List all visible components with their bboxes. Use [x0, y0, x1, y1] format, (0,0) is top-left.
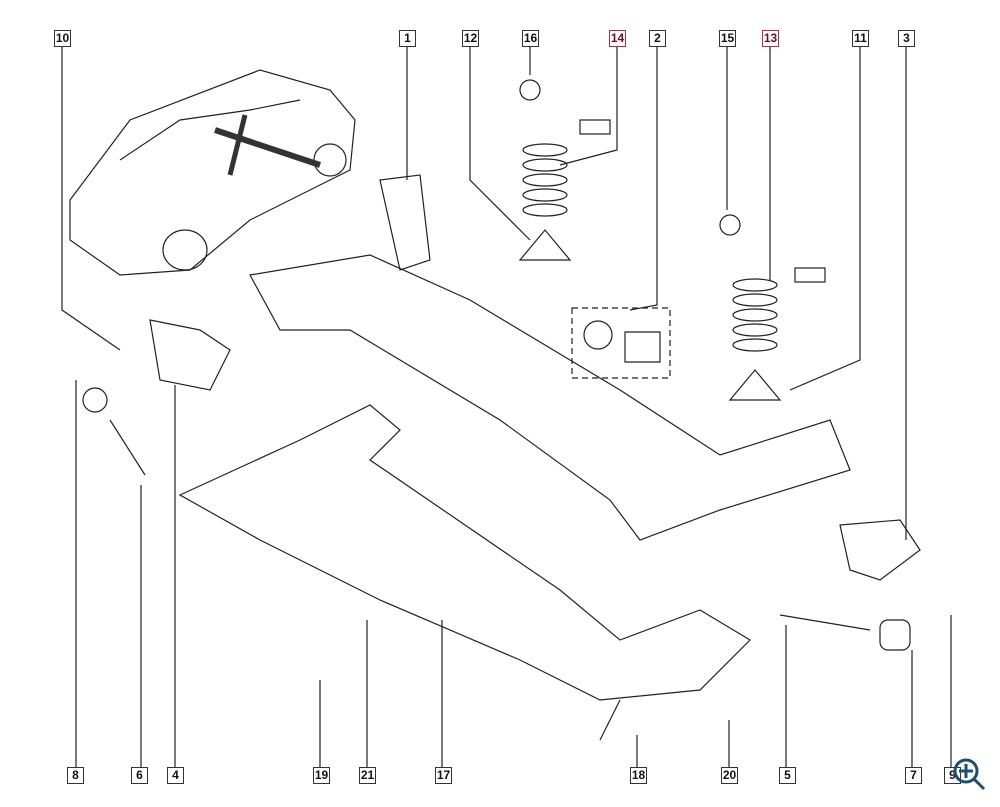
car-illustration	[69, 69, 356, 276]
callout-14[interactable]: 14	[609, 30, 626, 47]
grease-label-left	[579, 119, 611, 135]
callout-2[interactable]: 2	[649, 30, 666, 47]
callout-10[interactable]: 10	[54, 30, 71, 47]
leader-lines	[61, 47, 952, 767]
callout-18[interactable]: 18	[630, 767, 647, 784]
callout-16[interactable]: 16	[522, 30, 539, 47]
callout-4[interactable]: 4	[167, 767, 184, 784]
callout-9[interactable]: 9	[944, 767, 961, 784]
grease-label-right	[794, 267, 826, 283]
callout-15[interactable]: 15	[719, 30, 736, 47]
brackets	[82, 319, 921, 651]
zoom-in-button[interactable]	[950, 755, 990, 795]
callout-7[interactable]: 7	[905, 767, 922, 784]
callout-19[interactable]: 19	[313, 767, 330, 784]
axle-beam	[249, 174, 851, 541]
spring-right	[719, 214, 782, 401]
spring-left	[518, 79, 572, 261]
callout-3[interactable]: 3	[898, 30, 915, 47]
callout-5[interactable]: 5	[779, 767, 796, 784]
callout-8[interactable]: 8	[67, 767, 84, 784]
callout-6[interactable]: 6	[131, 767, 148, 784]
callout-21[interactable]: 21	[359, 767, 376, 784]
crossmember	[178, 404, 751, 741]
callout-17[interactable]: 17	[435, 767, 452, 784]
callout-11[interactable]: 11	[852, 30, 869, 47]
callout-20[interactable]: 20	[721, 767, 738, 784]
callout-1[interactable]: 1	[399, 30, 416, 47]
zoom-in-icon	[953, 758, 986, 791]
bushing-kit	[571, 307, 671, 379]
callout-12[interactable]: 12	[462, 30, 479, 47]
callout-13[interactable]: 13	[762, 30, 779, 47]
